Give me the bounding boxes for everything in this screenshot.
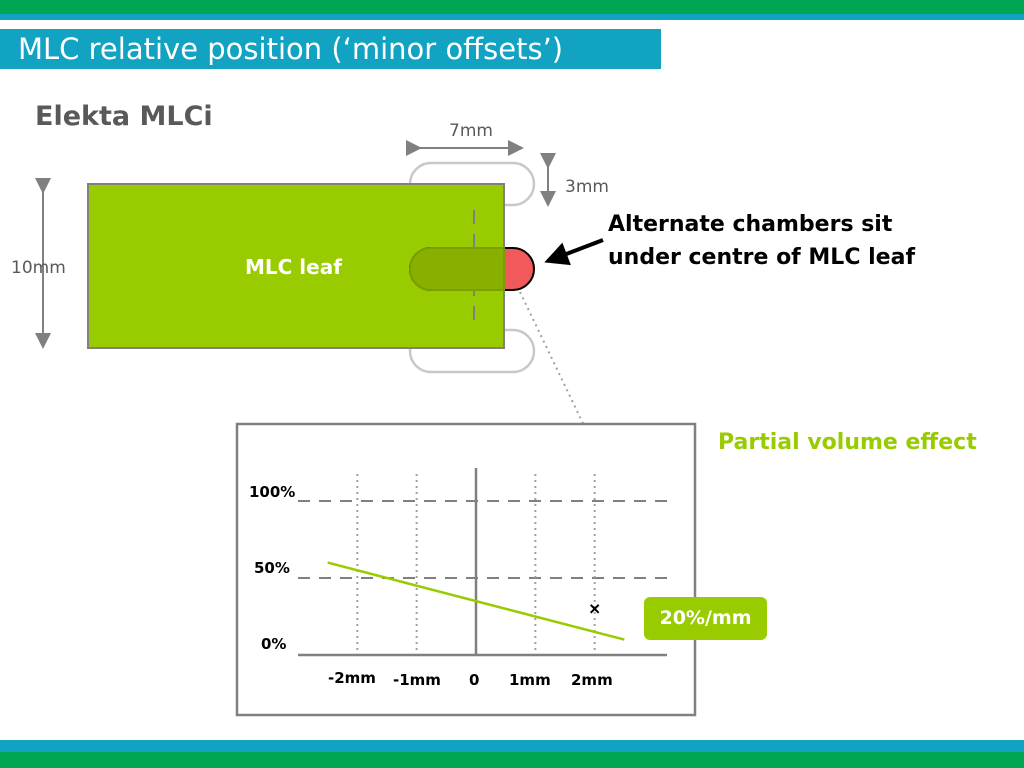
zoom-connector — [519, 291, 591, 439]
mlc-leaf-label: MLC leaf — [245, 255, 342, 279]
top-band-blue — [0, 14, 1024, 20]
slide-title: MLC relative position (‘minor offsets’) — [18, 32, 564, 66]
width-label: 7mm — [449, 121, 493, 141]
chart-panel — [235, 422, 697, 717]
data-point-marker — [589, 604, 600, 614]
chart-plot — [298, 468, 668, 657]
y-tick-label-100: 100% — [249, 483, 296, 501]
chamber-note-line-2: under centre of MLC leaf — [608, 245, 916, 270]
top-band-green — [0, 0, 1024, 14]
x-tick-label-1: 1mm — [509, 671, 551, 689]
rate-badge: 20%/mm — [644, 597, 767, 640]
y-tick-label-0: 0% — [261, 635, 287, 653]
bottom-band-blue — [0, 740, 1024, 752]
x-tick-label-minus1: -1mm — [393, 671, 441, 689]
leaf-height-label: 10mm — [11, 258, 66, 278]
pointer-arrow — [544, 238, 604, 266]
title-bar — [0, 29, 661, 69]
x-tick-label-minus2: -2mm — [328, 669, 376, 687]
chamber-height-label: 3mm — [565, 177, 609, 197]
chamber-note-line-1: Alternate chambers sit — [608, 212, 893, 237]
chamber-note: Alternate chambers sit under centre of M… — [608, 208, 915, 274]
slide-subtitle: Elekta MLCi — [35, 101, 213, 132]
y-tick-label-50: 50% — [254, 559, 290, 577]
bottom-band-green — [0, 752, 1024, 768]
chart-title: Partial volume effect — [718, 430, 977, 455]
chamber-overlap-region — [409, 247, 505, 291]
partial-volume-line — [327, 561, 625, 641]
x-tick-label-0: 0 — [469, 671, 480, 689]
x-tick-label-2: 2mm — [571, 671, 613, 689]
